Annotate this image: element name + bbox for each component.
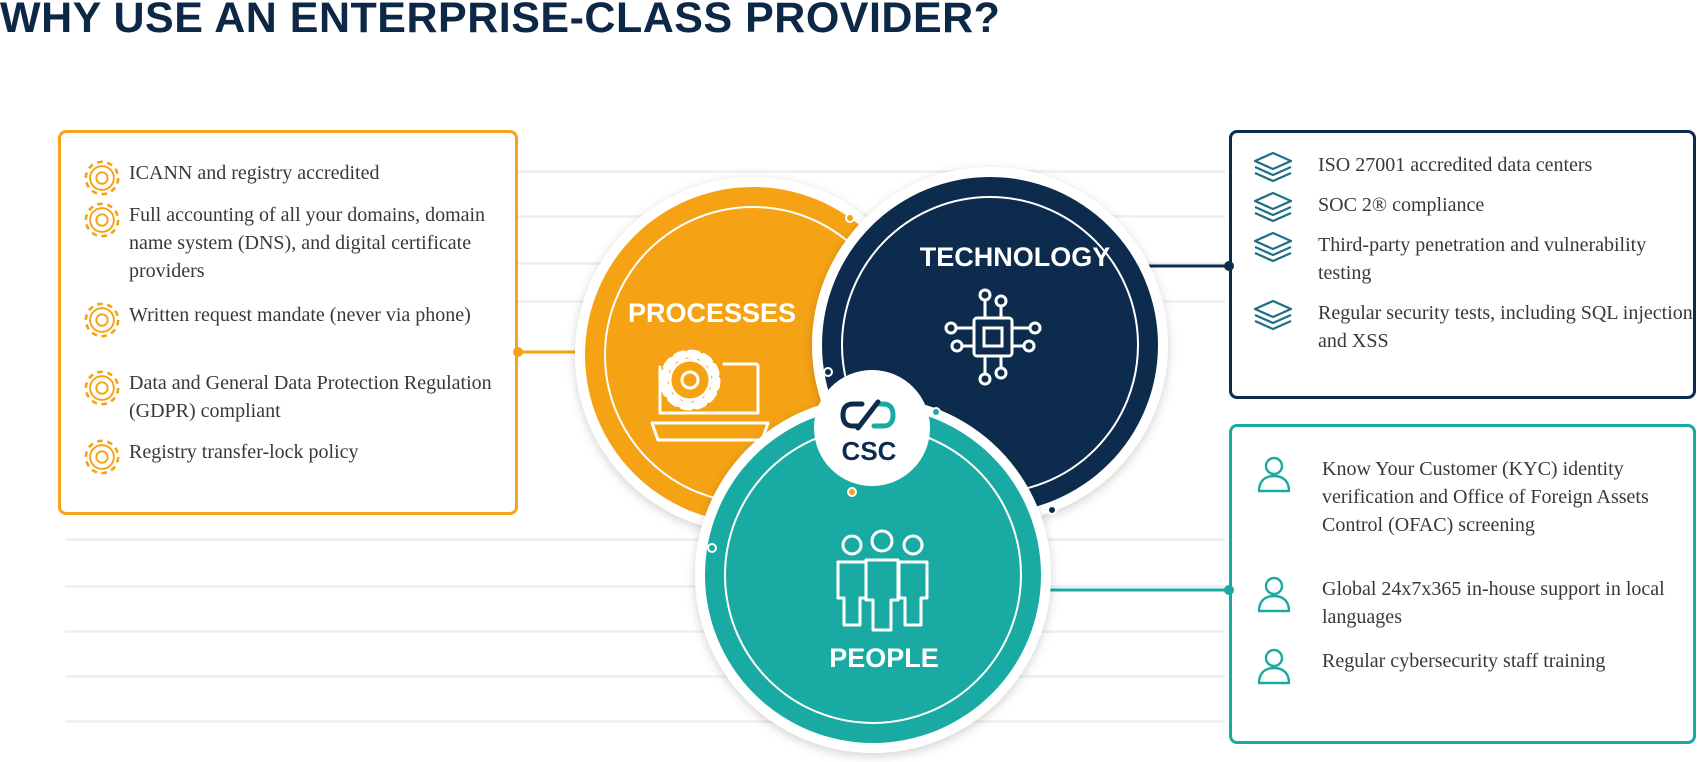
people-item-text: Global 24x7x365 in-house support in loca…: [1322, 578, 1665, 628]
processes-label: PROCESSES: [628, 298, 796, 328]
people-item-text: Know Your Customer (KYC) identity verifi…: [1322, 458, 1649, 536]
processes-panel: ICANN and registry accredited Full accou…: [58, 130, 518, 515]
stack-icon: [1253, 299, 1293, 331]
background-rule: [65, 720, 1225, 723]
technology-item-text: Third-party penetration and vulnerabilit…: [1318, 234, 1647, 284]
ring-node: [845, 213, 855, 223]
ring-node: [847, 487, 857, 497]
circuit-chip-icon: [944, 288, 1042, 386]
people-group-icon: [836, 529, 929, 632]
processes-connector-dot: [513, 347, 523, 357]
gear-icon: [84, 439, 120, 475]
technology-item-text: SOC 2® compliance: [1318, 194, 1485, 216]
person-icon: [1257, 456, 1291, 493]
people-connector-dot: [1224, 585, 1234, 595]
background-rule: [65, 170, 1225, 173]
people-label: PEOPLE: [829, 643, 939, 673]
ring-node: [1047, 505, 1057, 515]
people-panel: Know Your Customer (KYC) identity verifi…: [1229, 424, 1696, 744]
processes-item-text: Registry transfer-lock policy: [129, 441, 359, 463]
ring-node: [707, 543, 717, 553]
technology-panel: ISO 27001 accredited data centers SOC 2®…: [1229, 130, 1696, 399]
background-rule: [65, 585, 1225, 588]
technology-item-text: ISO 27001 accredited data centers: [1318, 154, 1593, 176]
person-icon: [1257, 648, 1291, 685]
people-circle: [695, 397, 1051, 753]
page-title: WHY USE AN ENTERPRISE-CLASS PROVIDER?: [0, 0, 1001, 42]
ring-node: [823, 367, 833, 377]
person-icon: [1257, 576, 1291, 613]
processes-item-text: Written request mandate (never via phone…: [129, 304, 471, 326]
stack-icon: [1253, 231, 1293, 263]
gear-icon: [84, 202, 120, 238]
processes-item-text: Data and General Data Protection Regulat…: [129, 372, 492, 422]
stack-icon: [1253, 191, 1293, 223]
processes-item-text: ICANN and registry accredited: [129, 162, 380, 184]
background-rule: [65, 538, 1225, 541]
technology-label: TECHNOLOGY: [920, 242, 1111, 272]
gear-icon: [84, 302, 120, 338]
processes-item-text: Full accounting of all your domains, dom…: [129, 204, 486, 282]
people-item-text: Regular cybersecurity staff training: [1322, 650, 1606, 672]
ring-node: [931, 407, 941, 417]
csc-link-icon: [840, 399, 896, 431]
stack-icon: [1253, 151, 1293, 183]
technology-connector-dot: [1224, 261, 1234, 271]
technology-item-text: Regular security tests, including SQL in…: [1318, 302, 1693, 352]
csc-logo-text: CSC: [842, 436, 897, 466]
center-hub: [814, 370, 930, 486]
background-rule: [65, 630, 1225, 633]
gear-icon: [84, 160, 120, 196]
gear-icon: [84, 370, 120, 406]
background-rule: [65, 675, 1225, 678]
gear-laptop-icon: [650, 349, 770, 442]
